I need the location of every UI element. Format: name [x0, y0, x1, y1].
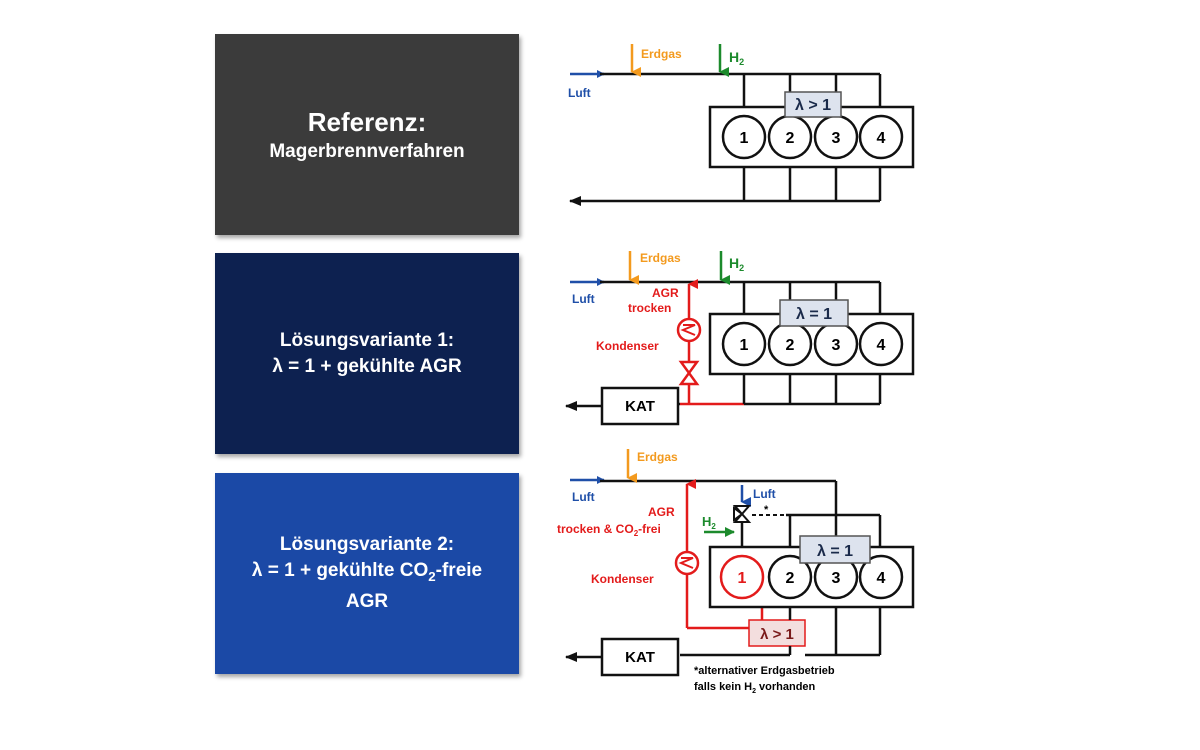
agr-trocken-label: trocken — [628, 301, 671, 315]
cylinders: 1 2 3 4 — [719, 554, 904, 600]
agr-label: AGR — [652, 286, 679, 300]
agr-trocken-co2-label: trocken & CO2-frei — [557, 522, 661, 538]
h2-label: H2 — [729, 49, 744, 67]
cylinder-2: 2 — [786, 337, 795, 354]
star-label: * — [764, 504, 769, 516]
cylinder-3: 3 — [832, 570, 841, 587]
diagram-reference: Luft Erdgas H2 1 2 3 4 λ > 1 — [568, 44, 915, 206]
cylinder-1: 1 — [738, 570, 747, 587]
erdgas-label: Erdgas — [640, 251, 681, 265]
lambda-cyl1-box — [748, 619, 806, 647]
mixing-valve-icon — [732, 505, 752, 523]
lambda-box — [779, 299, 849, 327]
panel-variant-1: Lösungsvariante 1: λ = 1 + gekühlte AGR — [215, 253, 519, 454]
erdgas-label: Erdgas — [637, 450, 678, 464]
cylinder-2: 2 — [786, 130, 795, 147]
variant2-desc-agr: AGR — [345, 591, 389, 613]
luft2-label: Luft — [753, 487, 776, 501]
panel-variant-2: Lösungsvariante 2: λ = 1 + gekühlte CO2-… — [215, 473, 519, 674]
cylinder-4: 4 — [877, 130, 886, 147]
cylinder-1: 1 — [740, 130, 749, 147]
lambda-label: λ = 1 — [817, 543, 853, 560]
variant1-title: Lösungsvariante 1: — [279, 329, 455, 351]
kondenser-label: Kondenser — [596, 339, 659, 353]
valve-icon — [678, 360, 700, 386]
lambda-label: λ > 1 — [795, 97, 831, 114]
diagram-variant-1: Luft Erdgas H2 AGR trocken Kondenser — [565, 251, 915, 426]
diagram-variant-2: Luft Erdgas Luft * H2 — [557, 449, 915, 695]
cylinder-3: 3 — [832, 337, 841, 354]
luft-label: Luft — [572, 490, 595, 504]
cylinder-4: 4 — [877, 337, 886, 354]
variant2-title: Lösungsvariante 2: — [279, 533, 455, 555]
luft-label: Luft — [572, 292, 595, 306]
footnote-line1: *alternativer Erdgasbetrieb — [694, 665, 835, 677]
reference-title: Referenz: — [307, 106, 427, 137]
cylinder-1: 1 — [740, 337, 749, 354]
variant2-desc: λ = 1 + gekühlte CO2-freie — [251, 559, 483, 584]
footnote-line2: falls kein H2 vorhanden — [694, 681, 816, 695]
luft-label: Luft — [568, 86, 591, 100]
cylinder-3: 3 — [832, 130, 841, 147]
exhaust-runners — [742, 167, 882, 201]
variant1-desc: λ = 1 + gekühlte AGR — [272, 355, 462, 377]
kat-box — [600, 386, 680, 426]
reference-subtitle: Magerbrennverfahren — [269, 140, 465, 162]
kat-label: KAT — [625, 398, 655, 415]
h2-label: H2 — [729, 255, 744, 273]
lambda-box — [784, 91, 842, 118]
agr-loop — [676, 279, 744, 406]
agr-label: AGR — [648, 505, 675, 519]
kondenser-label: Kondenser — [591, 572, 654, 586]
cylinder-2: 2 — [786, 570, 795, 587]
kat-label: KAT — [625, 649, 655, 666]
panel-reference: Referenz: Magerbrennverfahren — [215, 34, 519, 235]
erdgas-label: Erdgas — [641, 47, 682, 61]
cylinders: 1 2 3 4 — [721, 321, 904, 367]
agr-loop — [674, 479, 764, 630]
lambda-label: λ = 1 — [796, 306, 832, 323]
exhaust-runners — [742, 374, 882, 406]
lambda-cyl1-label: λ > 1 — [760, 626, 794, 643]
exhaust-runners — [680, 607, 882, 657]
h2-label: H2 — [702, 514, 716, 531]
cylinder-4: 4 — [877, 570, 886, 587]
lambda-box — [799, 535, 871, 564]
